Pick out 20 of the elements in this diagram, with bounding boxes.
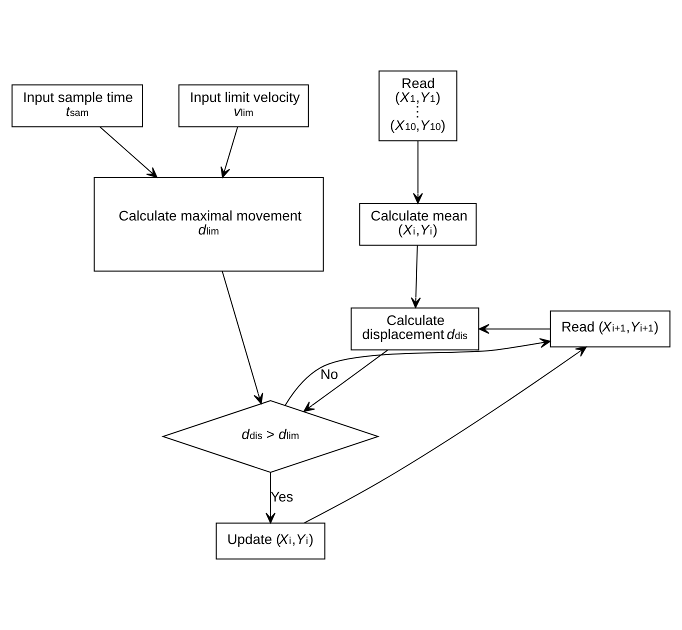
node-box: Update (Xi,Yi) [216, 522, 326, 560]
arrow [303, 350, 388, 412]
arrow [266, 472, 276, 524]
arrow [284, 338, 551, 406]
node-box: Calculate mean (Xi,Yi) [359, 202, 477, 246]
arrow [220, 126, 238, 178]
arrow [99, 126, 158, 178]
node-box: Calculate maximal movement dlim [94, 177, 324, 272]
edge-label: No [320, 366, 338, 382]
node-box: Input sample time tsam [12, 84, 144, 128]
arrow [410, 245, 421, 308]
edge-label: Yes [270, 488, 294, 504]
arrow [478, 324, 551, 334]
arrow [222, 270, 264, 404]
arrow [412, 140, 423, 204]
node-box: Read (Xi+1,Yi+1) [550, 310, 670, 348]
node-box: Input limit velocity vlim [178, 84, 309, 128]
node-box: Calculate displacement ddis [350, 308, 480, 350]
node-box: Read (X1,Y1) ⋮ (X10,Y10) [378, 70, 458, 142]
arrow [304, 346, 587, 524]
